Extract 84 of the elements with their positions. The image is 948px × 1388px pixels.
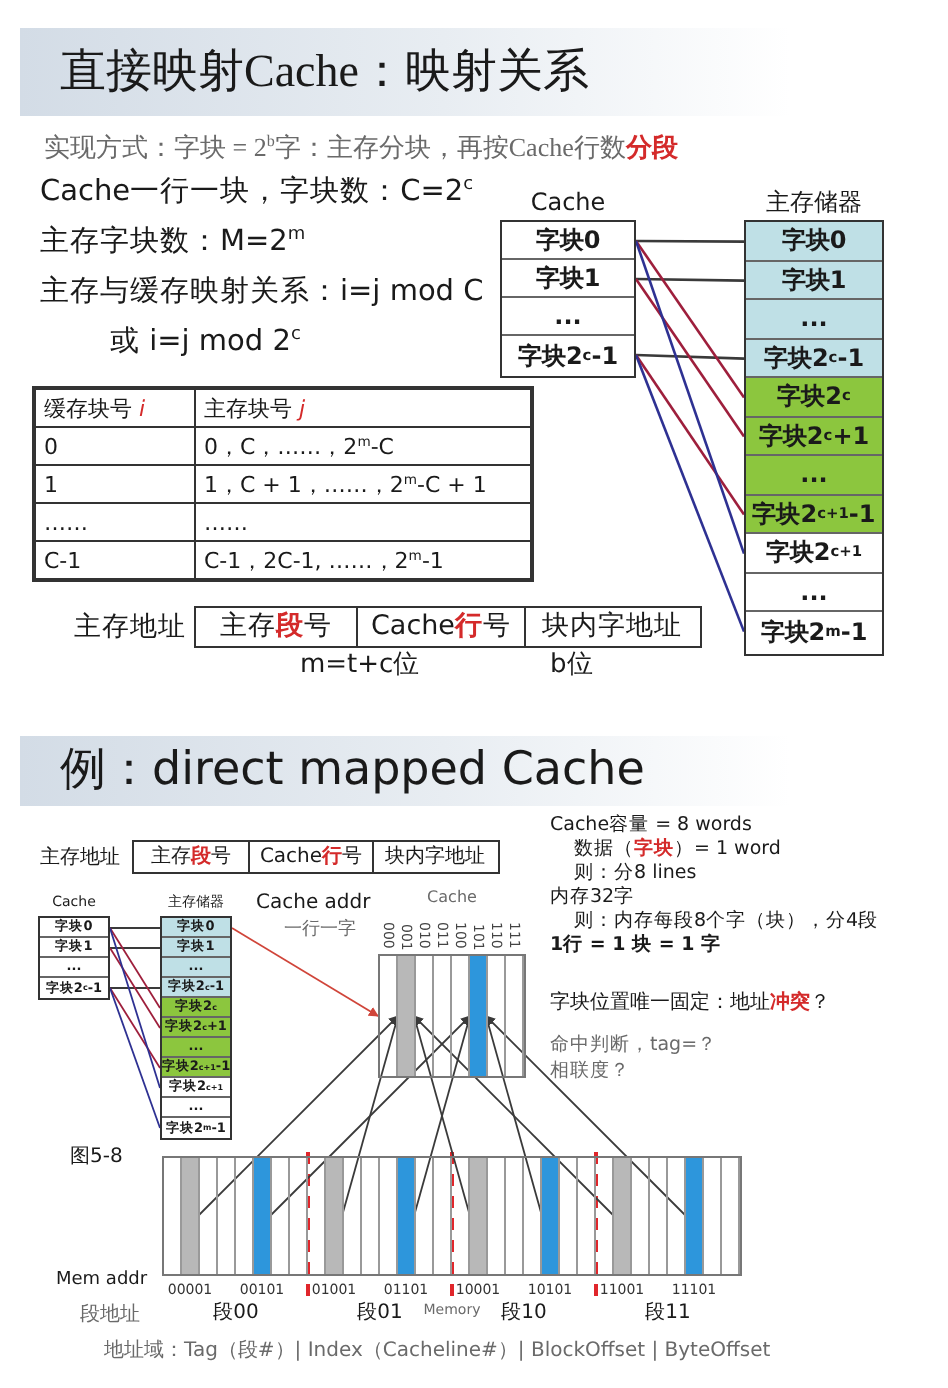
cache-array: [378, 954, 526, 1078]
bit-width-label: b位: [550, 650, 593, 682]
memory-block: 字块2$^{c+1}$-1: [746, 495, 882, 534]
field-heading: 主存地址: [40, 846, 120, 868]
segment-label: 段10: [501, 1302, 547, 1326]
body-text: 字块位置唯一固定：地址冲突？: [550, 992, 830, 1016]
address-field: 块内字地址: [374, 842, 496, 872]
connector-line: [635, 353, 745, 360]
connector-line: [636, 239, 744, 243]
column-heading: Cache: [530, 190, 606, 217]
body-text: 1行 = 1 块 = 1 字: [550, 934, 722, 957]
axis-label: 段地址: [80, 1304, 140, 1328]
memory-word: [398, 1158, 414, 1274]
table-cell: 1: [34, 465, 195, 503]
axis-label: Mem addr: [56, 1270, 148, 1292]
figure-number: 图5-8: [70, 1146, 123, 1170]
memory-word: [254, 1158, 270, 1274]
memory-block: ...: [746, 573, 882, 612]
body-text: 实现方式：字块 = 2$^{b}$字：主存分块，再按Cache行数分段: [44, 132, 678, 164]
array-heading: Cache: [427, 888, 477, 908]
connector-line: [109, 947, 161, 949]
arrow: [231, 927, 379, 1017]
address-field: 主存段号: [196, 608, 358, 646]
memory-word: [614, 1158, 630, 1274]
arrow: [413, 1015, 615, 1217]
header-cell: 缓存块号 i: [34, 388, 195, 427]
connector-line: [634, 354, 746, 516]
connector-line: [109, 927, 161, 929]
bit-width-label: m=t+c位: [300, 650, 420, 682]
memory-block: 字块2$^{c}$-1: [746, 339, 882, 378]
segment-label: 段11: [645, 1302, 691, 1326]
memory-block: 字块2$^{c}$+1: [746, 417, 882, 456]
connector-line: [634, 278, 746, 438]
segment-label: 段00: [213, 1302, 259, 1326]
body-text: 数据（字块）= 1 word: [574, 838, 781, 861]
body-text: 则：分8 lines: [574, 862, 697, 885]
column-heading: 主存储器: [766, 190, 862, 217]
memory-block: 字块0: [746, 222, 882, 261]
memory-block: 字块2$^{c}$: [746, 378, 882, 417]
address-field: 块内字地址: [526, 608, 698, 646]
annotation-text: 一行一字: [284, 918, 356, 940]
memory-word: [182, 1158, 198, 1274]
body-text: Cache一行一块，字块数：C=2$^{c}$: [40, 176, 474, 211]
cache-block: 字块0: [502, 222, 634, 260]
body-text: 命中判断，tag=？: [550, 1034, 718, 1057]
connector-line: [109, 987, 161, 989]
body-text: 主存字块数：M=2$^{m}$: [40, 226, 306, 261]
memory-array: [162, 1156, 742, 1276]
connector-line: [109, 947, 161, 1029]
memory-block: ...: [746, 300, 882, 339]
connector-line: [109, 987, 161, 1069]
memory-word: [686, 1158, 702, 1274]
arrow: [485, 1015, 687, 1217]
memory-word: [470, 1158, 486, 1274]
memory-block: 字块1: [746, 261, 882, 300]
connector-line: [636, 277, 744, 282]
connector-line: [634, 354, 746, 633]
connector-line: [109, 927, 161, 1009]
table-cell: ……: [34, 503, 195, 541]
connector-line: [109, 927, 161, 1089]
address-field: Cache行号: [358, 608, 526, 646]
body-text: Cache容量 = 8 words: [550, 814, 752, 837]
arrow: [269, 1015, 471, 1217]
memory-block: 字块2$^{c+1}$: [746, 534, 882, 573]
memory-word: [542, 1158, 558, 1274]
body-text: 或 i=j mod 2$^{c}$: [110, 326, 301, 361]
body-text: 内存32字: [550, 886, 635, 909]
body-text: 相联度？: [550, 1060, 630, 1083]
address-field: Cache行号: [250, 842, 374, 872]
address-field: 主存段号: [134, 842, 250, 872]
field-heading: 主存地址: [74, 612, 186, 642]
body-text: 主存与缓存映射关系：i=j mod C: [40, 276, 484, 311]
connector-line: [634, 240, 746, 555]
segment-label: 段01: [357, 1302, 403, 1326]
arrow: [197, 1015, 399, 1217]
memory-block: ...: [746, 456, 882, 495]
body-text: 则：内存每段8个字（块），分4段: [574, 910, 879, 933]
connector-line: [634, 240, 746, 399]
connector-line: [109, 987, 161, 1129]
memory-word: [326, 1158, 342, 1274]
table-cell: 0: [34, 427, 195, 465]
cache-block: 字块1: [502, 260, 634, 298]
address-format-text: 地址域：Tag（段#）| Index（Cacheline#）| BlockOffset | ByteOffset: [104, 1340, 771, 1364]
annotation-text: Cache addr: [256, 892, 371, 916]
